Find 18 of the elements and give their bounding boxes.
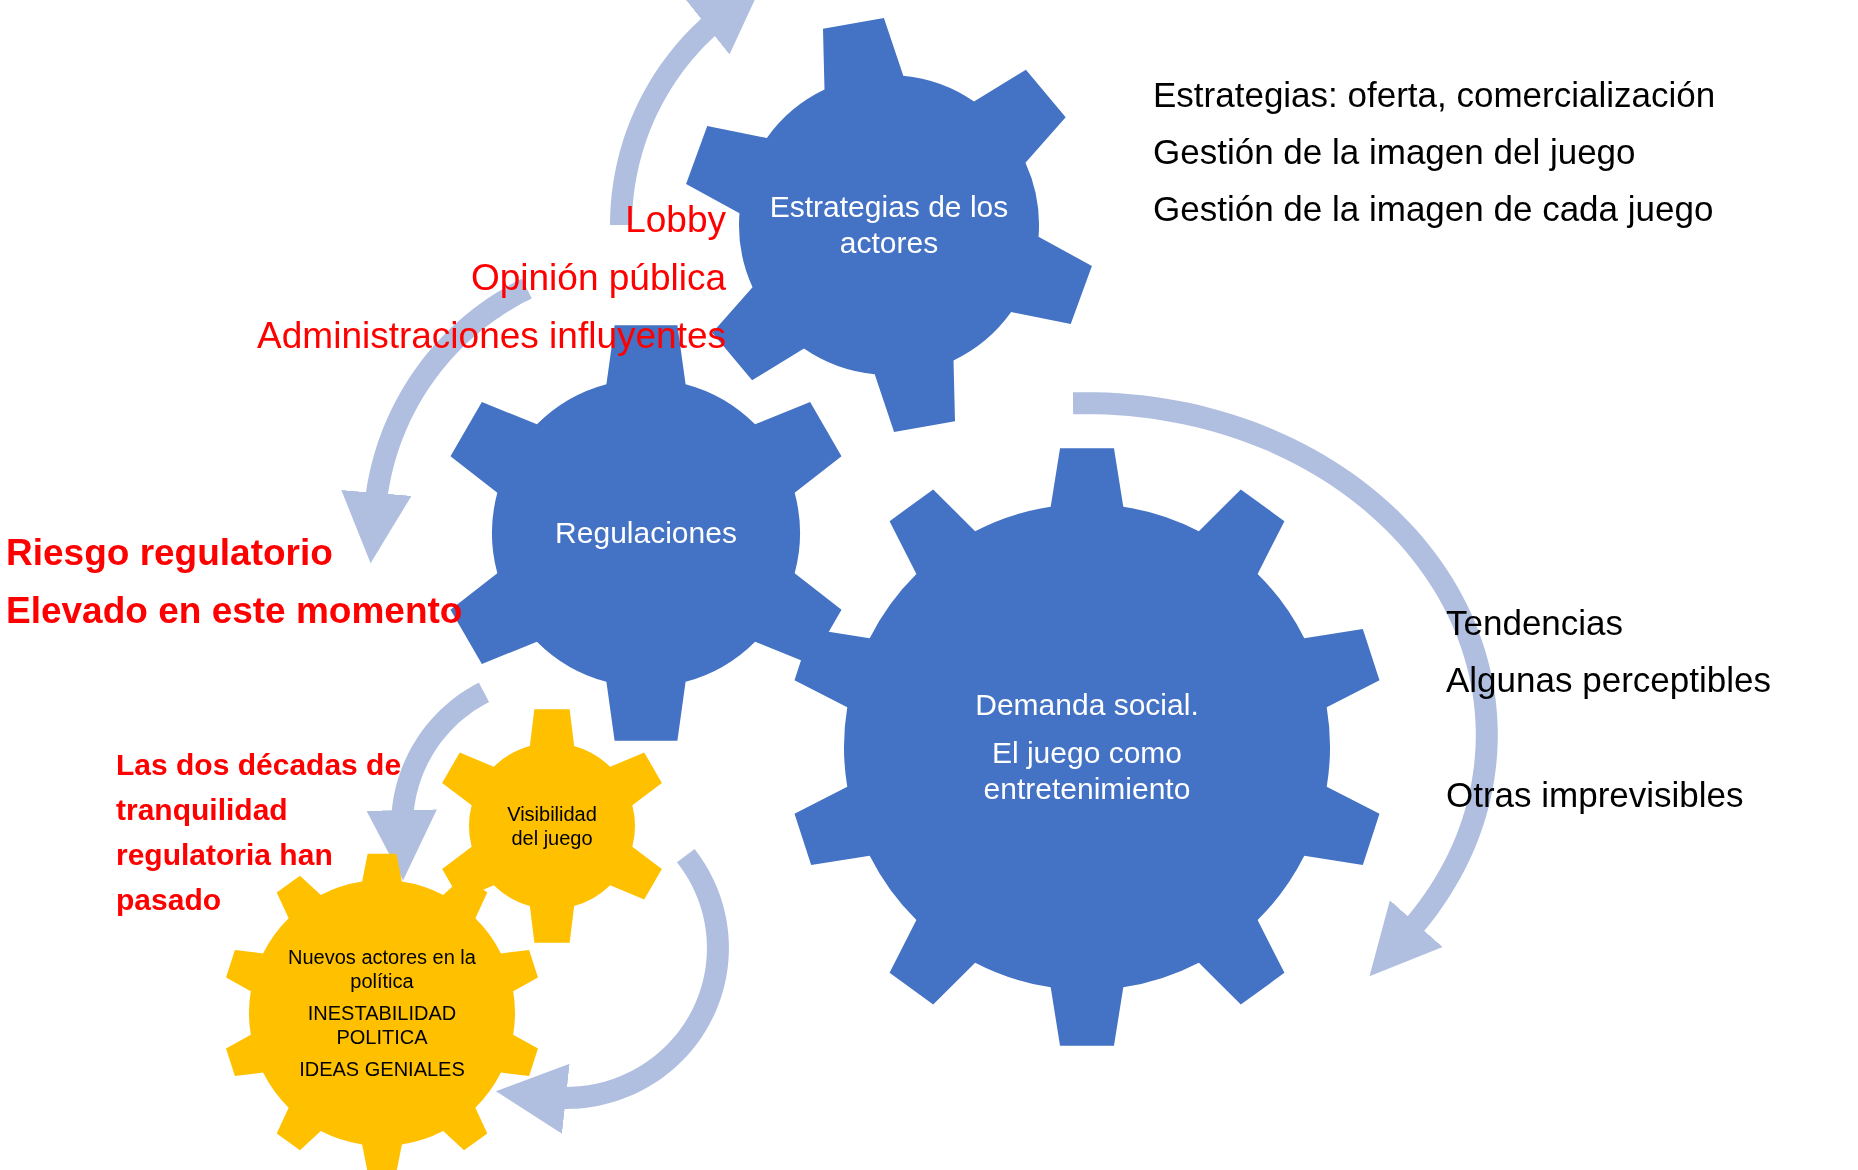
annotation-text: Gestión de la imagen del juego <box>1153 131 1636 173</box>
gear-label: Nuevos actores en la política <box>287 945 477 993</box>
annotation-text: Lobby <box>625 198 726 242</box>
gear-label: IDEAS GENIALES <box>299 1057 465 1081</box>
gear-label: Regulaciones <box>555 515 737 551</box>
annotation-text: Riesgo regulatorio <box>6 531 333 575</box>
gear-label: El juego como entretenimiento <box>982 735 1192 807</box>
gear-label: Demanda social. <box>975 687 1199 723</box>
annotation-text: Algunas perceptibles <box>1446 659 1771 701</box>
note-text: Las dos décadas de tranquilidad regulatoria han pasado <box>116 747 403 918</box>
annotation-text: Estrategias: oferta, comercialización <box>1153 74 1716 116</box>
annotation-text: Tendencias <box>1446 602 1624 644</box>
annotation-text: Opinión pública <box>470 256 726 300</box>
gear-label: Estrategias de los actores <box>768 189 1010 261</box>
gear-label: Visibilidad del juego <box>506 802 598 850</box>
annotation-text: Gestión de la imagen de cada juego <box>1153 188 1714 230</box>
gear-label: INESTABILIDAD POLITICA <box>306 1001 458 1049</box>
annotation-text: Otras imprevisibles <box>1446 774 1744 816</box>
